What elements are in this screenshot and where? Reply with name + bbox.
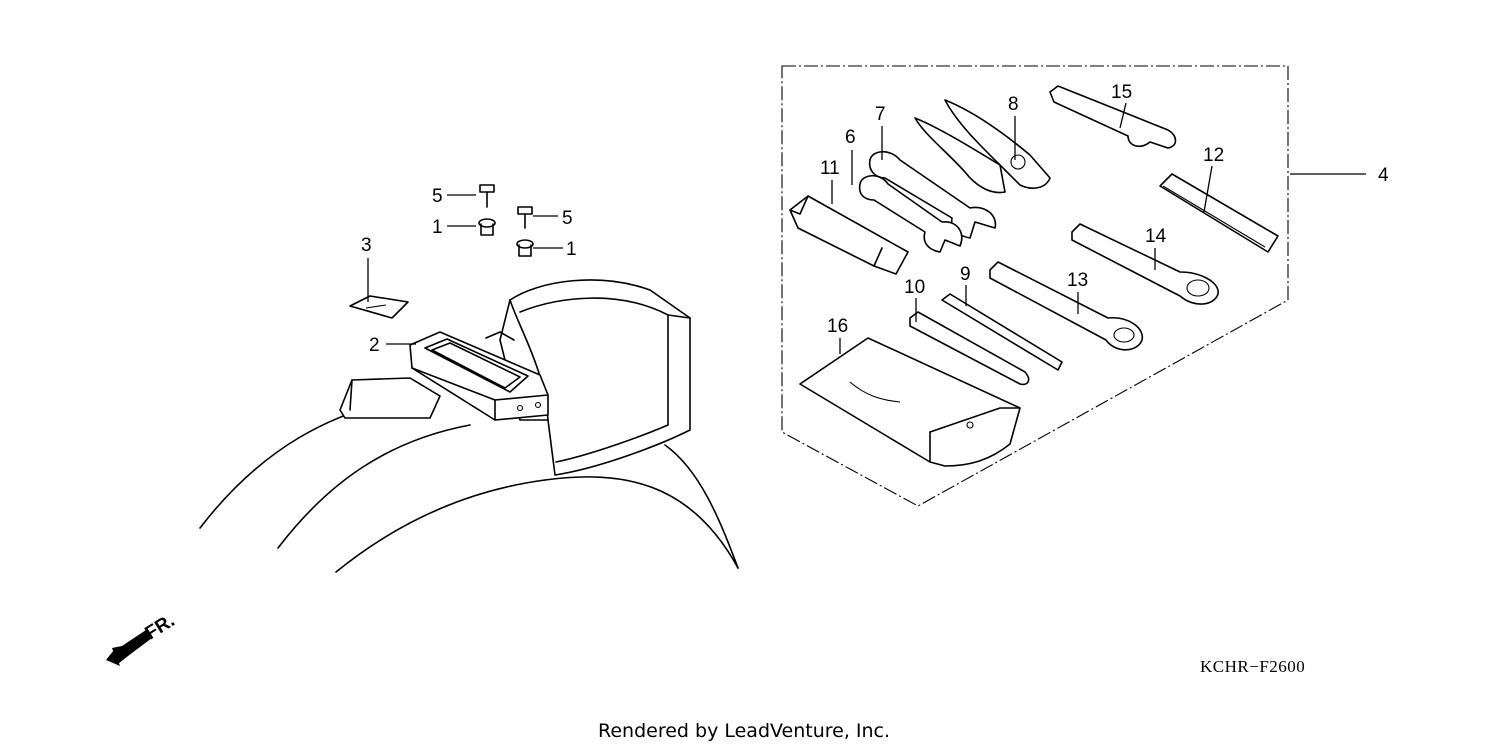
wrench-6-drawing	[858, 174, 963, 253]
callout-7: 7	[875, 104, 886, 125]
wrench-13-drawing	[989, 261, 1144, 351]
callout-14: 14	[1145, 226, 1167, 247]
registration-holder-drawing	[409, 331, 549, 421]
callout-6: 6	[845, 127, 856, 148]
diagram-code: KCHR−F2600	[1200, 657, 1305, 676]
tool-kit-outline	[781, 65, 1289, 507]
wrench-15-drawing	[1049, 85, 1177, 149]
callouts: 1 1 2 3 4 5 5 6 7 8 9 10 11 12 13 14 15 …	[361, 82, 1389, 356]
screwdriver-9-drawing	[941, 293, 1063, 371]
callout-2: 2	[369, 335, 380, 356]
callout-5-right: 5	[562, 208, 573, 229]
callout-5-left: 5	[432, 186, 443, 207]
callout-16: 16	[827, 316, 848, 337]
socket-wrench-11-drawing	[789, 195, 909, 275]
callout-10: 10	[904, 277, 925, 298]
plate-pad-drawing	[349, 295, 409, 319]
front-arrow	[106, 630, 152, 666]
tool-bag-16-drawing	[799, 337, 1021, 467]
wrench-14-drawing	[1071, 223, 1219, 305]
bolts-drawing	[479, 184, 533, 229]
callout-13: 13	[1067, 270, 1088, 291]
callout-1-upper: 1	[432, 217, 443, 238]
callout-4: 4	[1378, 165, 1389, 186]
callout-12: 12	[1203, 145, 1224, 166]
handle-12-drawing	[1159, 173, 1279, 253]
rendered-by-credit: Rendered by LeadVenture, Inc.	[598, 720, 890, 742]
pliers-drawing	[914, 99, 1051, 194]
callout-15: 15	[1111, 82, 1132, 103]
callout-1-lower: 1	[566, 239, 577, 260]
rear-fender-drawing	[199, 377, 739, 573]
screwdriver-10-drawing	[909, 311, 1030, 386]
callout-3: 3	[361, 235, 372, 256]
callout-8: 8	[1008, 94, 1019, 115]
leader-lines	[367, 102, 1366, 354]
callout-11: 11	[820, 158, 840, 179]
callout-9: 9	[960, 264, 971, 285]
collars-drawing	[478, 218, 534, 257]
